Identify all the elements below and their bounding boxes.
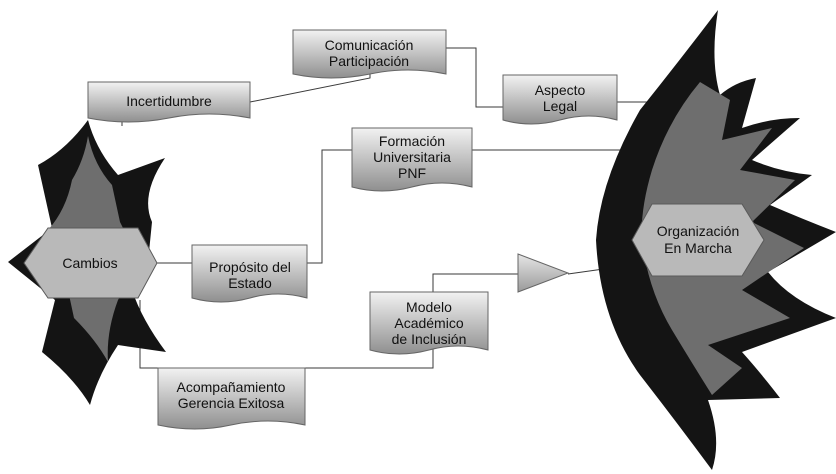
incertidumbre-box	[87, 81, 251, 123]
proposito-box	[191, 244, 308, 303]
modelo-label-line3: de Inclusión	[392, 331, 467, 347]
comunicacion-box	[292, 29, 447, 79]
aspecto-legal-label-line2: Legal	[543, 98, 577, 114]
modelo-box	[369, 291, 489, 355]
aspecto-legal-label-line1: Aspecto	[535, 82, 586, 98]
arrow-triangle	[517, 253, 570, 293]
formacion-box	[351, 127, 473, 192]
connectors	[88, 47, 650, 369]
formacion-label-line3: PNF	[398, 165, 426, 181]
connector-modelo-arrow	[432, 273, 518, 292]
organizacion-hexagon	[631, 203, 765, 277]
modelo-label-line1: Modelo	[406, 299, 452, 315]
acompanamiento-label-line2: Gerencia Exitosa	[178, 395, 285, 411]
formacion-label-line1: Formación	[379, 133, 445, 149]
aspecto-legal-box	[502, 74, 618, 125]
organizacion-label-line1: Organización	[657, 223, 740, 239]
comunicacion-label-line1: Comunicación	[325, 37, 414, 53]
proposito-label-line1: Propósito del	[209, 259, 291, 275]
modelo-label-line2: Académico	[394, 315, 463, 331]
connector-proposito-formacion	[307, 149, 352, 264]
cambios-hexagon	[23, 227, 158, 299]
organizacion-label-line2: En Marcha	[664, 240, 732, 256]
proposito-label-line2: Estado	[228, 275, 272, 291]
acompanamiento-box	[157, 367, 306, 430]
connector-comunicacion-aspecto	[446, 47, 503, 108]
acompanamiento-label-line1: Acompañamiento	[177, 379, 286, 395]
incertidumbre-label: Incertidumbre	[126, 93, 212, 109]
cambios-label: Cambios	[62, 255, 117, 271]
connector-acompanamiento-modelo	[305, 345, 434, 369]
comunicacion-label-line2: Participación	[329, 53, 409, 69]
formacion-label-line2: Universitaria	[373, 149, 451, 165]
